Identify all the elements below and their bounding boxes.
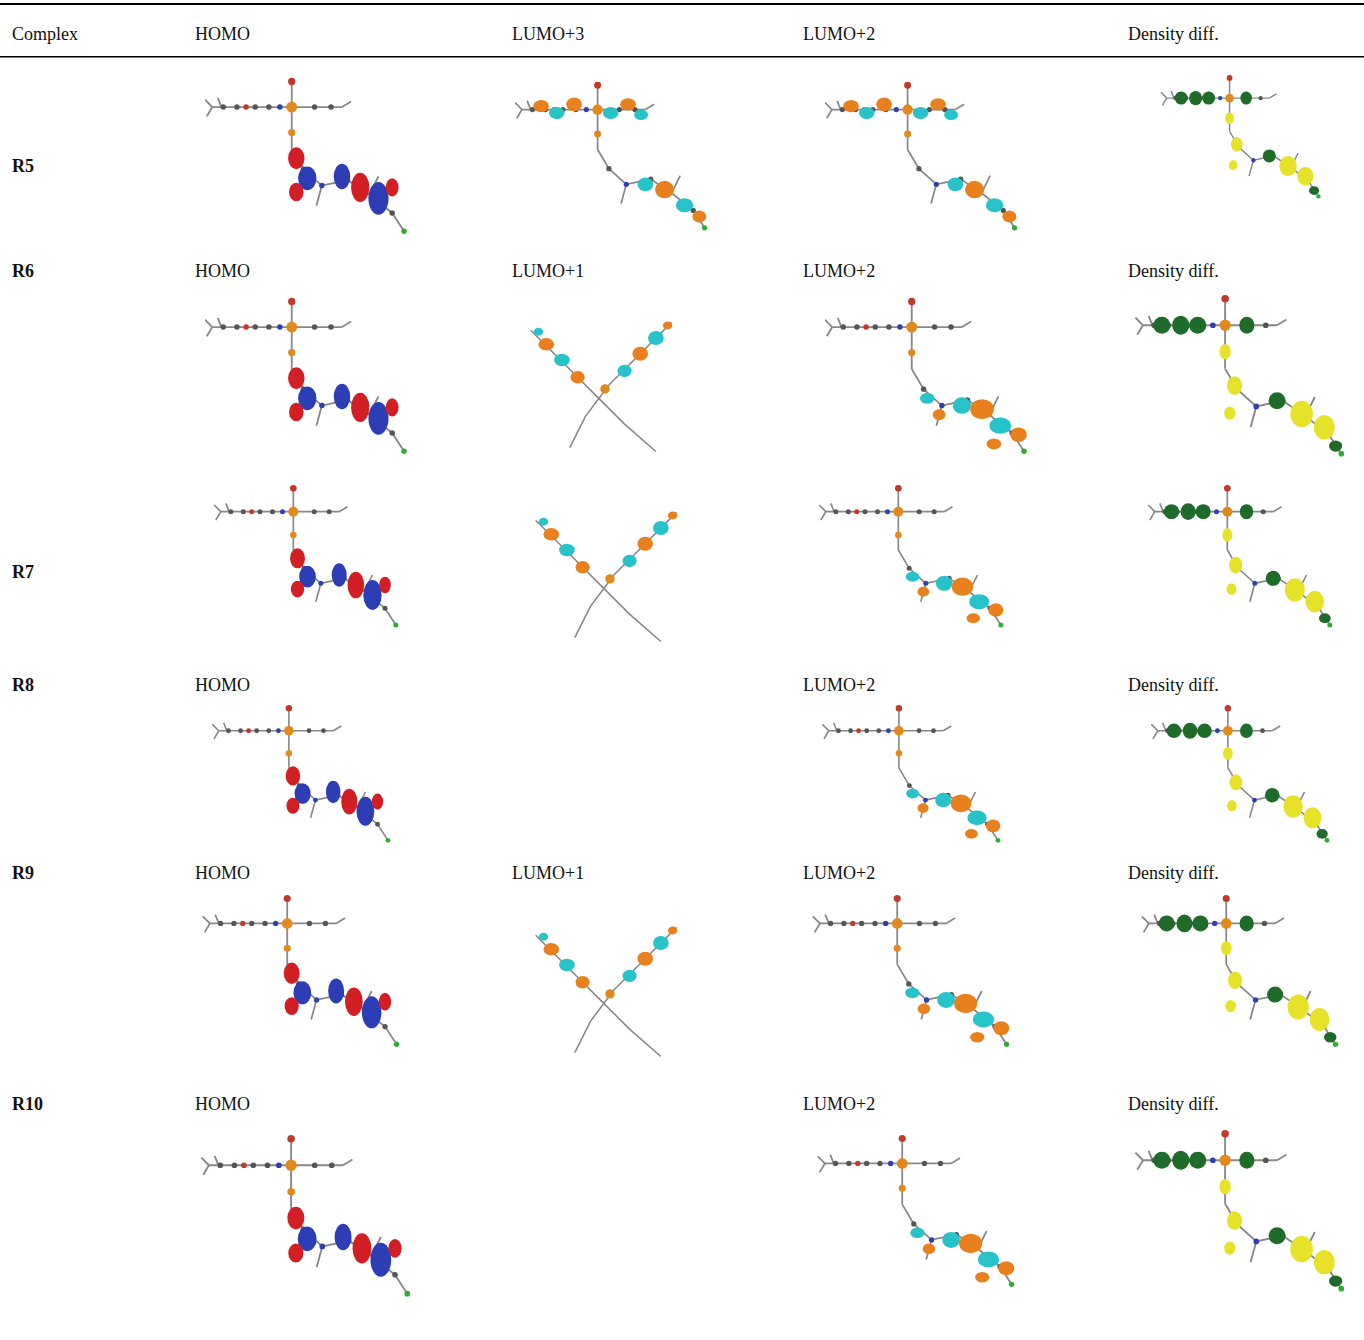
orbital-image — [818, 1135, 1014, 1287]
column-header: LUMO+2 — [803, 261, 875, 283]
orbital-image — [205, 78, 407, 234]
column-header: LUMO+2 — [803, 24, 875, 46]
column-header: HOMO — [195, 261, 250, 283]
density-image — [1161, 75, 1321, 199]
orbital-image — [536, 512, 678, 642]
column-header: LUMO+1 — [512, 863, 584, 885]
column-header: LUMO+2 — [803, 863, 875, 885]
column-header: Density diff. — [1128, 675, 1219, 697]
orbital-image — [536, 927, 678, 1057]
top-rule — [0, 3, 1364, 5]
column-header: HOMO — [195, 863, 250, 885]
orbital-image — [515, 82, 707, 231]
column-header: Density diff. — [1128, 261, 1219, 283]
column-header: LUMO+1 — [512, 261, 584, 283]
column-header: Density diff. — [1128, 24, 1219, 46]
complex-label: R10 — [12, 1094, 43, 1116]
column-header: LUMO+2 — [803, 1094, 875, 1116]
orbital-image — [813, 895, 1009, 1047]
orbital-image — [205, 298, 407, 454]
column-header: Density diff. — [1128, 1094, 1219, 1116]
column-header: HOMO — [195, 24, 250, 46]
density-image — [1151, 705, 1329, 843]
density-image — [1135, 1130, 1344, 1292]
density-image — [1142, 895, 1338, 1047]
complex-label: R6 — [12, 261, 34, 283]
complex-label: R5 — [12, 156, 34, 178]
orbital-image — [822, 705, 1000, 843]
complex-label: R8 — [12, 675, 34, 697]
orbital-image — [214, 485, 398, 628]
column-header: Density diff. — [1128, 863, 1219, 885]
orbital-image — [825, 82, 1017, 231]
orbital-image — [201, 1135, 410, 1297]
complex-label: R7 — [12, 562, 34, 584]
orbital-image — [212, 705, 390, 843]
density-image — [1135, 295, 1344, 457]
complex-label: R9 — [12, 863, 34, 885]
density-image — [1148, 485, 1332, 628]
column-header: HOMO — [195, 675, 250, 697]
header-rule — [0, 56, 1364, 58]
column-header: LUMO+3 — [512, 24, 584, 46]
orbital-image — [203, 895, 399, 1047]
column-header: Complex — [12, 24, 78, 46]
column-header: LUMO+2 — [803, 675, 875, 697]
orbital-image — [819, 485, 1003, 628]
orbital-image — [531, 322, 673, 452]
column-header: HOMO — [195, 1094, 250, 1116]
orbital-image — [825, 298, 1027, 454]
